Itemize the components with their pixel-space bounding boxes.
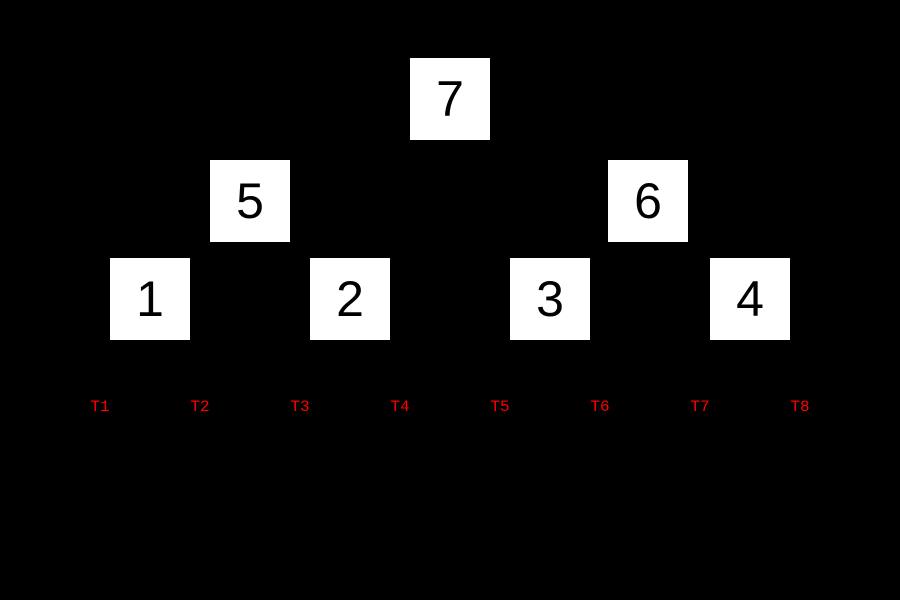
- tree-node-3: 3: [510, 258, 590, 340]
- tree-node-5: 5: [210, 160, 290, 242]
- tree-node-value: 7: [436, 71, 464, 127]
- tree-node-value: 6: [634, 173, 662, 229]
- tree-node-1: 1: [110, 258, 190, 340]
- leaf-label-t3: T3: [290, 398, 310, 416]
- tree-node-value: 1: [136, 271, 164, 327]
- tree-node-value: 5: [236, 173, 264, 229]
- leaf-label-t5: T5: [490, 398, 510, 416]
- tree-node-7: 7: [410, 58, 490, 140]
- leaf-label-t7: T7: [690, 398, 710, 416]
- leaf-label-t2: T2: [190, 398, 210, 416]
- tree-node-value: 4: [736, 271, 764, 327]
- leaf-label-t4: T4: [390, 398, 410, 416]
- tree-node-4: 4: [710, 258, 790, 340]
- leaf-label-t1: T1: [90, 398, 110, 416]
- tree-node-6: 6: [608, 160, 688, 242]
- leaf-label-t6: T6: [590, 398, 610, 416]
- leaf-label-t8: T8: [790, 398, 810, 416]
- tree-node-value: 2: [336, 271, 364, 327]
- tree-node-value: 3: [536, 271, 564, 327]
- tree-node-2: 2: [310, 258, 390, 340]
